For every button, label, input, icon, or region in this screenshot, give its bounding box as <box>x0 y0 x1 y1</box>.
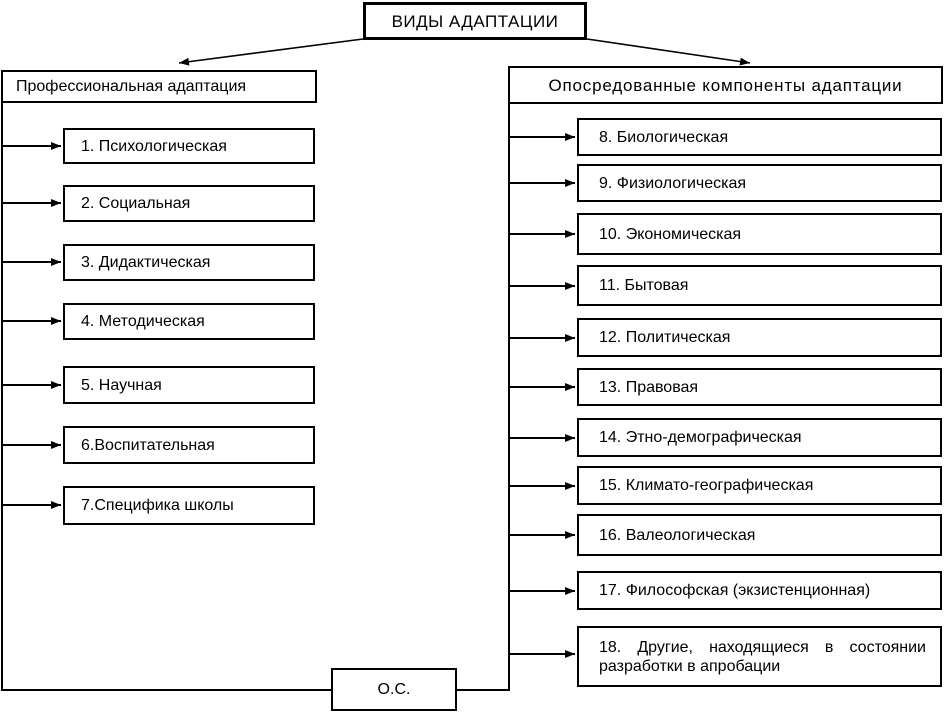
right-node-13: 13. Правовая <box>577 368 942 406</box>
feedback-node-label: О.С. <box>377 681 411 698</box>
right-node-18-label: 18. Другие, находящиеся в состоянии разр… <box>599 638 926 675</box>
right-node-15-label: 15. Климато-географическая <box>599 477 814 494</box>
right-node-11-label: 11. Бытовая <box>599 277 689 294</box>
right-spine <box>457 104 510 691</box>
root-branch-arrows <box>178 38 751 66</box>
right-node-18: 18. Другие, находящиеся в состоянии разр… <box>577 626 942 687</box>
right-branch-header: Опосредованные компоненты адаптации <box>508 66 943 104</box>
right-node-14-label: 14. Этно-демографическая <box>599 429 802 446</box>
right-node-14: 14. Этно-демографическая <box>577 418 942 457</box>
left-node-2: 2. Социальная <box>63 185 315 222</box>
right-node-16-label: 16. Валеологическая <box>599 526 756 544</box>
right-node-12: 12. Политическая <box>577 318 942 357</box>
right-node-17-label: 17. Философская (экзистенционная) <box>599 582 871 599</box>
right-node-9: 9. Физиологическая <box>577 164 942 202</box>
left-node-6-label: 6.Воспитательная <box>81 436 215 454</box>
left-node-2-label: 2. Социальная <box>81 195 191 212</box>
right-node-10-label: 10. Экономическая <box>599 225 742 243</box>
left-node-7: 7.Специфика школы <box>63 486 315 525</box>
left-spine <box>1 103 331 691</box>
right-item-arrows <box>509 133 575 658</box>
right-node-13-label: 13. Правовая <box>599 378 699 396</box>
feedback-node: О.С. <box>331 668 457 711</box>
right-node-15: 15. Климато-географическая <box>577 466 942 505</box>
left-node-1: 1. Психологическая <box>63 128 315 164</box>
left-node-4-label: 4. Методическая <box>81 313 205 330</box>
right-node-12-label: 12. Политическая <box>599 329 731 346</box>
left-node-3-label: 3. Дидактическая <box>81 254 211 271</box>
left-item-arrows <box>2 142 61 509</box>
left-node-4: 4. Методическая <box>63 303 315 340</box>
root-node: ВИДЫ АДАПТАЦИИ <box>363 2 587 40</box>
right-node-17: 17. Философская (экзистенционная) <box>577 571 942 610</box>
left-node-5: 5. Научная <box>63 366 315 404</box>
right-node-11: 11. Бытовая <box>577 265 942 306</box>
left-node-5-label: 5. Научная <box>81 376 162 394</box>
right-node-16: 16. Валеологическая <box>577 514 942 556</box>
right-node-8: 8. Биологическая <box>577 118 942 156</box>
left-branch-header-label: Профессиональная адаптация <box>16 78 247 95</box>
right-node-8-label: 8. Биологическая <box>599 128 729 146</box>
right-node-10: 10. Экономическая <box>577 213 942 255</box>
root-node-label: ВИДЫ АДАПТАЦИИ <box>391 11 559 31</box>
left-node-6: 6.Воспитательная <box>63 426 315 464</box>
left-node-1-label: 1. Психологическая <box>81 137 227 155</box>
right-branch-header-label: Опосредованные компоненты адаптации <box>548 75 903 95</box>
left-node-7-label: 7.Специфика школы <box>81 497 234 514</box>
left-branch-header: Профессиональная адаптация <box>1 70 317 103</box>
left-node-3: 3. Дидактическая <box>63 244 315 281</box>
right-node-9-label: 9. Физиологическая <box>599 174 747 192</box>
